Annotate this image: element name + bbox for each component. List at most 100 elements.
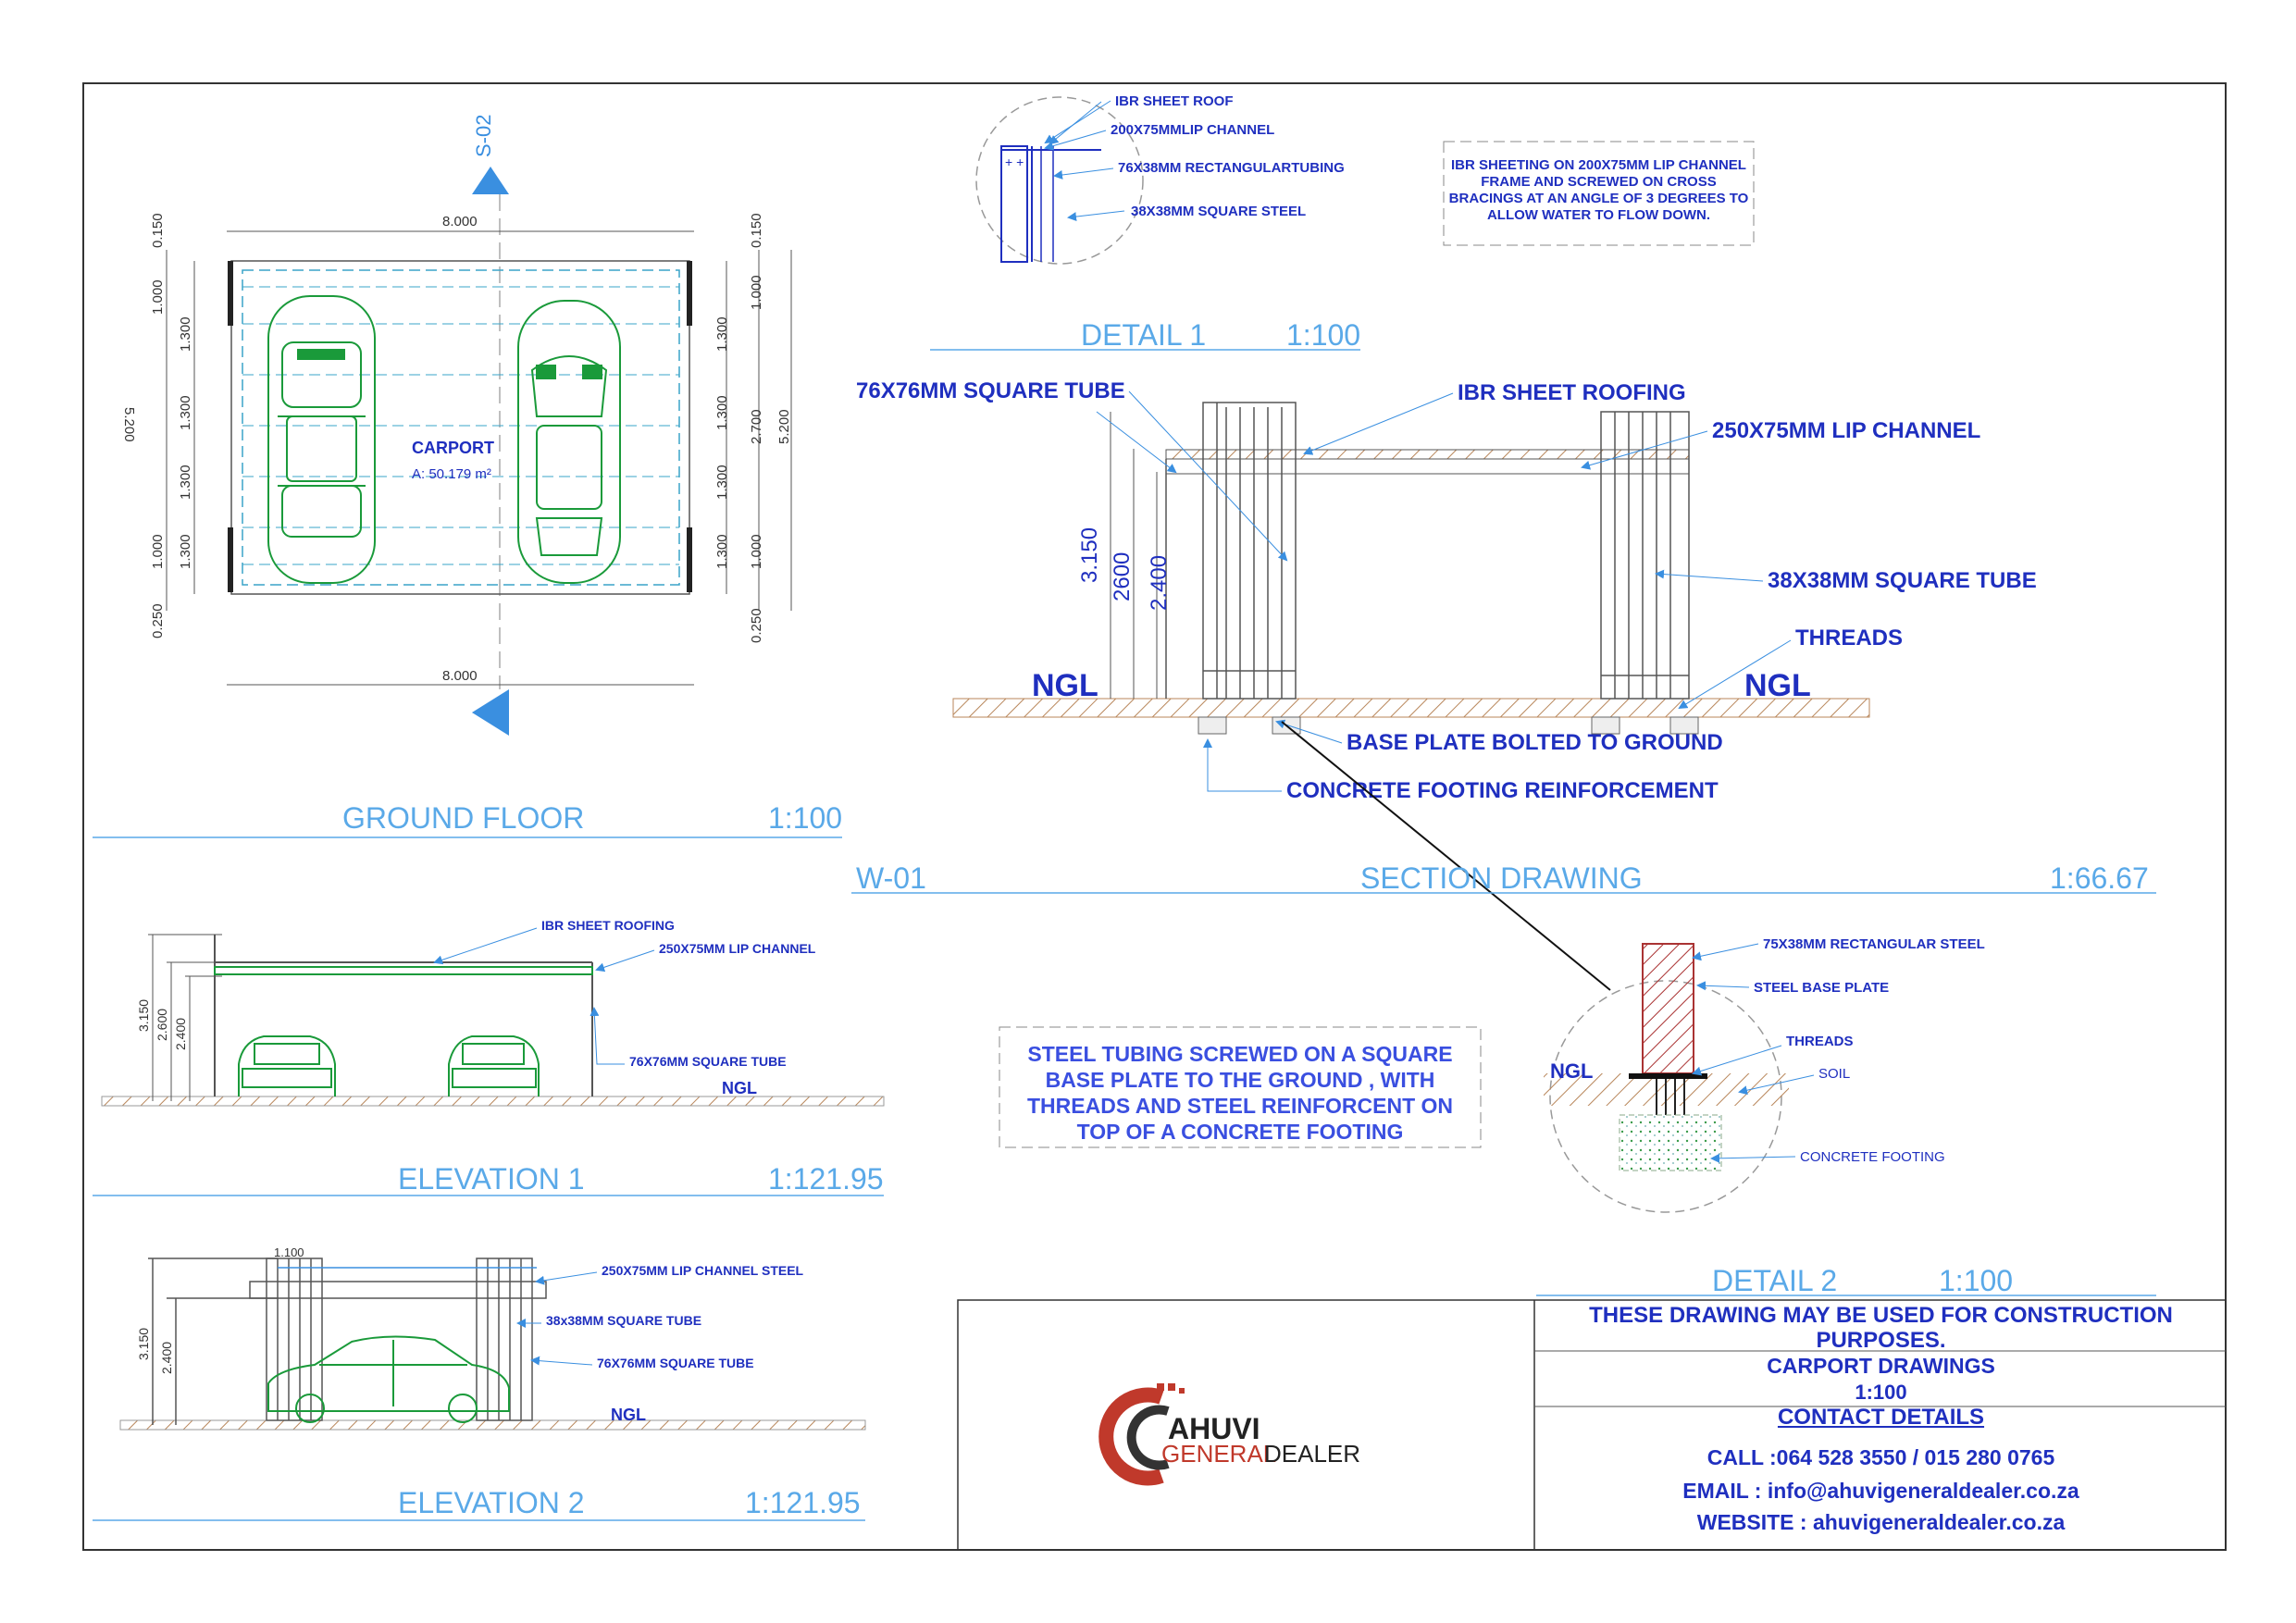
ground-floor-plan: S-02 8.000 8.000 (93, 115, 842, 838)
section-dim-c: 2.400 (1147, 555, 1172, 611)
elev2-label-2: 38x38MM SQUARE TUBE (546, 1313, 701, 1328)
elev1-dim-c: 2.400 (173, 1018, 188, 1050)
dim-right-1000b: 1.000 (749, 534, 764, 569)
dim-right-2700: 2.700 (749, 409, 764, 444)
elev2-dim-a: 3.150 (136, 1328, 151, 1360)
elev1-dim-b: 2.600 (155, 1009, 169, 1041)
contact-email: EMAIL : info@ahuvigeneraldealer.co.za (1682, 1479, 2079, 1503)
dim-right-top: 0.150 (749, 213, 764, 248)
car-side-view (267, 1335, 510, 1423)
title-block: AHUVI GENERAL DEALER (957, 1299, 2227, 1551)
section-label-square-tube: 76X76MM SQUARE TUBE (856, 378, 1125, 403)
elev1-ngl: NGL (722, 1079, 757, 1097)
elevation-2: 1.100 3.150 2.400 250X75MM LIP CHANNEL S… (93, 1245, 866, 1521)
section-label-threads: THREADS (1795, 626, 1903, 650)
detail2-label-5: CONCRETE FOOTING (1800, 1149, 1945, 1165)
elev2-label-3: 76X76MM SQUARE TUBE (597, 1356, 754, 1370)
section-dim-a: 3.150 (1077, 527, 1102, 583)
room-area: A: 50.179 m² (412, 466, 491, 482)
section-drawing: 3.150 2600 2.400 NGL NGL 76X76MM SQUARE … (851, 378, 2156, 991)
title-note: THESE DRAWING MAY BE USED FOR CONSTRUCTI… (1589, 1303, 2173, 1353)
detail-1: + + IBR SHEET ROOF 200X75MMLIP CHANNEL 7… (930, 93, 1360, 352)
elev1-label-1: IBR SHEET ROOFING (541, 918, 675, 933)
logo-word-1: AHUVI (1168, 1412, 1260, 1445)
section-ngl-left: NGL (1032, 668, 1098, 703)
section-label-base: BASE PLATE BOLTED TO GROUND (1347, 730, 1723, 755)
section-ngl-right: NGL (1744, 668, 1811, 703)
logo-word-2: GENERAL (1161, 1440, 1276, 1468)
elev1-scale: 1:121.95 (768, 1162, 884, 1196)
dim-right-1300d: 1.300 (714, 534, 730, 569)
note-roof-text: IBR SHEETING ON 200X75MM LIP CHANNEL FRA… (1448, 157, 1749, 223)
dim-left-top: 0.150 (150, 213, 166, 248)
elevation-1: 3.150 2.600 2.400 IBR SHEET ROOFING 250X… (93, 918, 885, 1196)
dim-left-1300b: 1.300 (178, 395, 193, 430)
detail1-label-4: 38X38MM SQUARE STEEL (1131, 204, 1306, 219)
detail1-label-1: IBR SHEET ROOF (1115, 93, 1234, 109)
elev1-label-3: 76X76MM SQUARE TUBE (629, 1054, 787, 1069)
note-base-plate: STEEL TUBING SCREWED ON A SQUARE BASE PL… (999, 1026, 1482, 1148)
detail2-label-3: THREADS (1786, 1034, 1854, 1049)
dim-width-top: 8.000 (442, 214, 478, 229)
logo-word-3: DEALER (1264, 1440, 1360, 1468)
detail2-scale: 1:100 (1939, 1264, 2013, 1297)
section-ground (952, 698, 1870, 718)
dim-right-1000a: 1.000 (749, 275, 764, 310)
elev1-label-2: 250X75MM LIP CHANNEL (659, 941, 816, 956)
elev2-scale: 1:121.95 (745, 1486, 861, 1519)
dim-right-bottom: 0.250 (749, 608, 764, 643)
section-title: SECTION DRAWING (1360, 861, 1643, 895)
note-base-plate-text: STEEL TUBING SCREWED ON A SQUARE BASE PL… (1026, 1042, 1454, 1144)
detail2-label-2: STEEL BASE PLATE (1754, 980, 1889, 996)
dim-width-bottom: 8.000 (442, 668, 478, 684)
section-label-roofing: IBR SHEET ROOFING (1458, 380, 1686, 405)
detail1-scale: 1:100 (1286, 318, 1360, 352)
elev1-dim-a: 3.150 (136, 999, 151, 1032)
contact-website: WEBSITE : ahuvigeneraldealer.co.za (1696, 1510, 2066, 1534)
section-dim-b: 2600 (1110, 552, 1135, 601)
detail1-title: DETAIL 1 (1081, 318, 1206, 352)
detail2-ngl: NGL (1550, 1059, 1593, 1083)
elev1-title: ELEVATION 1 (398, 1162, 585, 1196)
dim-left-1300a: 1.300 (178, 316, 193, 352)
carport-slab (230, 260, 690, 595)
dim-left-bottom: 0.250 (150, 603, 166, 638)
car-top-view-2 (517, 300, 621, 584)
ground-floor-title: GROUND FLOOR (342, 801, 584, 835)
section-label-38: 38X38MM SQUARE TUBE (1768, 568, 2037, 593)
ground-floor-scale: 1:100 (768, 801, 842, 835)
section-label-footing: CONCRETE FOOTING REINFORCEMENT (1286, 778, 1719, 803)
section-marker-top (472, 167, 509, 194)
car-front-view-2 (448, 1035, 540, 1096)
dim-left-total: 5.200 (121, 407, 137, 442)
dim-right-1300a: 1.300 (714, 316, 730, 352)
car-top-view-1 (267, 295, 376, 584)
dim-left-1300c: 1.300 (178, 465, 193, 500)
section-label-lip: 250X75MM LIP CHANNEL (1712, 418, 1980, 443)
elev2-dim-b: 2.400 (159, 1342, 174, 1374)
dim-left-1300d: 1.300 (178, 534, 193, 569)
company-logo: AHUVI GENERAL DEALER (1098, 1383, 1360, 1486)
room-name: CARPORT (412, 439, 494, 457)
dim-right-1300c: 1.300 (714, 465, 730, 500)
section-marker-label: S-02 (472, 115, 495, 157)
elev2-label-1: 250X75MM LIP CHANNEL STEEL (602, 1263, 804, 1278)
dim-left-1000a: 1.000 (150, 279, 166, 315)
elev2-title: ELEVATION 2 (398, 1486, 585, 1519)
detail-2: NGL 75X38MM RECTANGULAR STEEL STEEL BASE… (1536, 936, 2156, 1297)
contact-heading: CONTACT DETAILS (1777, 1405, 1985, 1430)
drawing-name: CARPORT DRAWINGS (1767, 1354, 1995, 1378)
dim-right-total: 5.200 (776, 409, 792, 444)
elev2-dim-top: 1.100 (274, 1245, 304, 1259)
detail2-title: DETAIL 2 (1712, 1264, 1837, 1297)
dim-left-1000b: 1.000 (150, 534, 166, 569)
detail2-label-1: 75X38MM RECTANGULAR STEEL (1763, 936, 1985, 952)
contact-call: CALL :064 528 3550 / 015 280 0765 (1706, 1445, 2055, 1469)
detail2-label-4: SOIL (1818, 1066, 1850, 1082)
section-scale: 1:66.67 (2050, 861, 2149, 895)
detail1-label-2: 200X75MMLIP CHANNEL (1111, 122, 1274, 138)
svg-text:+ +: + + (1005, 155, 1024, 169)
car-front-view-1 (238, 1035, 336, 1096)
elev2-ngl: NGL (611, 1406, 646, 1424)
